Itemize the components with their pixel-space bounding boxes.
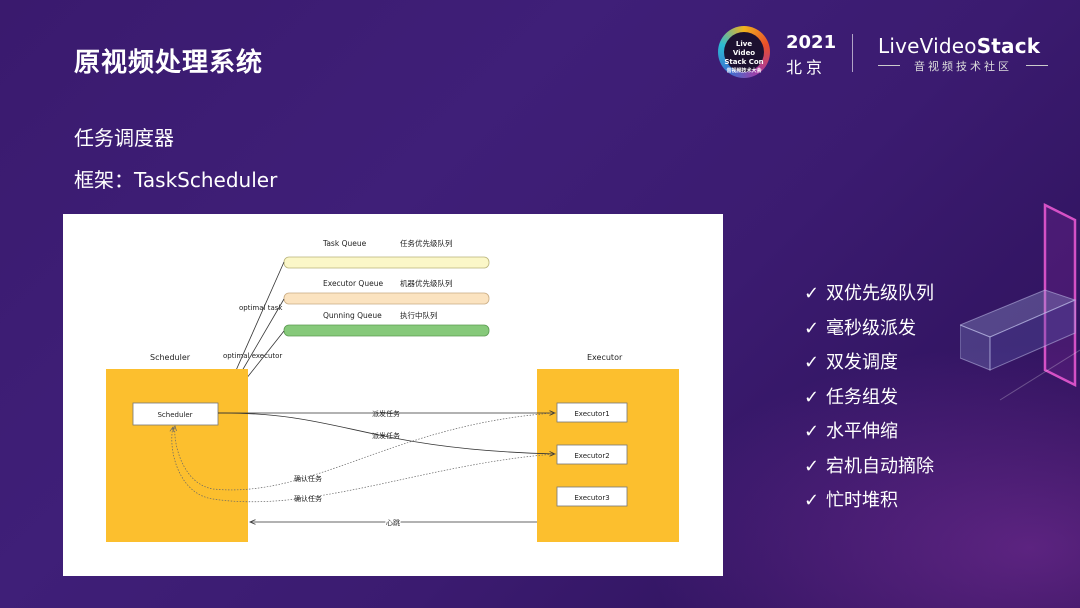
scheduler-box: [132, 402, 219, 426]
feature-list: ✓ 双优先级队列 ✓ 毫秒级派发 ✓ 双发调度 ✓ 任务组发 ✓ 水平伸缩 ✓ 宕机自动摘除…: [804, 282, 934, 524]
section-subtitle: 任务调度器: [74, 126, 174, 150]
confirm-arrow-2: [172, 427, 556, 503]
check-icon: ✓: [804, 317, 820, 339]
scheduler-box-label: Scheduler: [157, 411, 192, 419]
running-queue-name: Qunning Queue: [323, 311, 382, 320]
confirm-label-2: 确认任务: [294, 494, 322, 503]
dispatch-label-2: 派发任务: [372, 431, 400, 440]
check-icon: ✓: [804, 386, 820, 408]
feature-text: 宕机自动摘除: [826, 455, 934, 477]
confirm-arrow-1: [175, 412, 556, 491]
feature-text: 双发调度: [826, 352, 898, 373]
executor2-box: [556, 444, 628, 465]
conference-logo-line1: Live Video: [732, 40, 756, 57]
list-item: ✓ 忙时堆积: [804, 489, 934, 524]
scheduler-panel: [106, 369, 248, 542]
executor-queue-desc: 机器优先级队列: [400, 278, 453, 288]
confirm-label-1: 确认任务: [294, 474, 322, 483]
executor3-label: Executor3: [574, 494, 609, 502]
header-logos: Live Video Stack Con 音视频技术大会 2021 北京 Liv…: [718, 26, 1050, 82]
executor-queue-name: Executor Queue: [323, 279, 383, 288]
feature-text: 毫秒级派发: [826, 317, 916, 339]
framework-label: 框架：TaskScheduler: [74, 168, 278, 192]
check-icon: ✓: [804, 490, 820, 511]
list-item: ✓ 双优先级队列: [804, 282, 934, 317]
executor-panel-title: Executor: [587, 353, 623, 362]
check-icon: ✓: [804, 455, 820, 477]
executor3-box: [556, 486, 628, 507]
feature-text: 水平伸缩: [826, 421, 898, 442]
executor1-label: Executor1: [574, 410, 609, 418]
decorative-cube: [960, 202, 1080, 401]
conference-city: 北京: [786, 58, 827, 77]
list-item: ✓ 水平伸缩: [804, 420, 934, 455]
list-item: ✓ 宕机自动摘除: [804, 455, 934, 490]
brand-prefix: LiveVideo: [878, 34, 977, 58]
list-item: ✓ 毫秒级派发: [804, 317, 934, 352]
optimal-task-label: optimal task: [239, 304, 283, 312]
executor2-label: Executor2: [574, 452, 609, 460]
running-queue-desc: 执行中队列: [400, 310, 438, 320]
brand-suffix: Stack: [976, 34, 1041, 58]
dispatch-label-1: 派发任务: [372, 409, 400, 418]
executor1-box: [556, 402, 628, 423]
check-icon: ✓: [804, 283, 820, 304]
task-queue-bar: [283, 256, 490, 269]
optimal-executor-label: optimal executor: [223, 352, 282, 360]
conference-logo: Live Video Stack Con 音视频技术大会: [718, 26, 770, 78]
task-scheduler-diagram: Task Queue 任务优先级队列 Executor Queue 机器优先级队…: [63, 214, 723, 576]
list-item: ✓ 双发调度: [804, 351, 934, 386]
heartbeat-label: 心跳: [386, 518, 400, 527]
feature-text: 任务组发: [826, 386, 898, 408]
executor-queue-bar: [283, 292, 490, 305]
scheduler-panel-title: Scheduler: [150, 353, 191, 362]
list-item: ✓ 任务组发: [804, 386, 934, 421]
conference-logo-line2: Stack Con: [724, 58, 764, 66]
feature-text: 忙时堆积: [826, 490, 898, 511]
brand-tagline: 音视频技术社区: [878, 58, 1048, 74]
check-icon: ✓: [804, 421, 820, 442]
task-queue-desc: 任务优先级队列: [400, 238, 453, 248]
feature-text: 双优先级队列: [826, 283, 934, 304]
check-icon: ✓: [804, 352, 820, 373]
header-divider: [852, 34, 853, 72]
task-queue-name: Task Queue: [322, 239, 367, 248]
conference-year: 2021: [786, 32, 837, 53]
dispatch-arrow-2: [217, 412, 555, 454]
brand-logo: LiveVideoStack: [878, 34, 1040, 58]
running-queue-bar: [283, 324, 490, 337]
conference-logo-line3: 音视频技术大会: [726, 68, 762, 74]
slide-title: 原视频处理系统: [74, 48, 264, 78]
